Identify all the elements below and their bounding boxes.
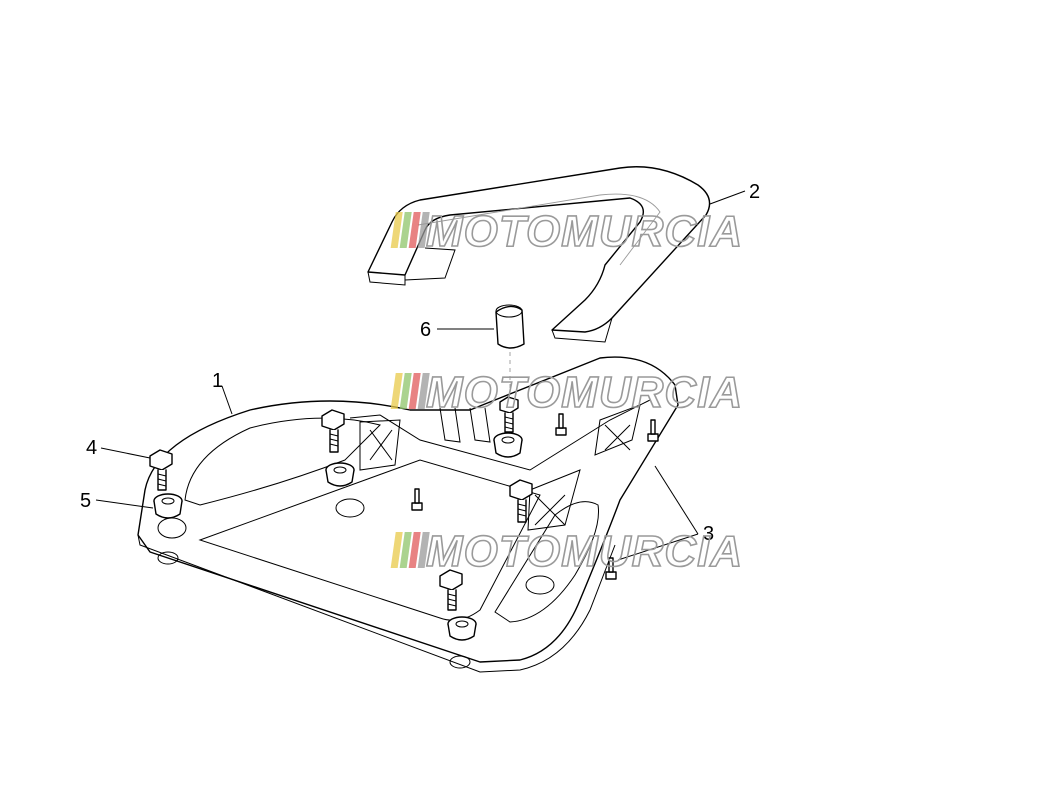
leader-lines — [95, 190, 746, 561]
small-screw — [555, 413, 567, 436]
small-screw — [411, 488, 423, 511]
callout-3: 3 — [703, 523, 714, 545]
callout-5: 5 — [80, 490, 91, 512]
part-5-spacers — [153, 432, 523, 641]
spacer — [493, 432, 523, 458]
watermark-stripes — [390, 212, 430, 248]
hex-bolt — [439, 569, 463, 611]
watermark-text: MOTOMURCIA — [426, 527, 743, 576]
spacer — [153, 493, 183, 519]
callout-2: 2 — [749, 181, 760, 203]
callout-4: 4 — [86, 437, 97, 459]
watermark-text: MOTOMURCIA — [426, 368, 743, 417]
watermark-stripes — [390, 373, 430, 409]
watermark: MOTOMURCIA — [390, 206, 743, 257]
hex-bolt — [321, 409, 345, 453]
watermark-stripes — [390, 532, 430, 568]
small-screw — [605, 557, 617, 580]
part-2-grab-handle — [367, 166, 711, 343]
callout-1: 1 — [212, 370, 223, 392]
spacer — [447, 616, 477, 641]
hex-bolt — [499, 396, 519, 433]
spacer — [325, 462, 355, 487]
callout-6: 6 — [420, 319, 431, 341]
part-4-bolts — [149, 396, 533, 611]
watermark-text: MOTOMURCIA — [426, 207, 743, 256]
watermark: MOTOMURCIA — [390, 367, 743, 418]
part-3-screws — [411, 413, 659, 580]
hex-bolt — [509, 479, 533, 523]
hex-bolt — [149, 449, 173, 491]
part-1-rack-base — [137, 356, 679, 673]
small-screw — [647, 419, 659, 442]
watermark: MOTOMURCIA — [390, 526, 743, 577]
